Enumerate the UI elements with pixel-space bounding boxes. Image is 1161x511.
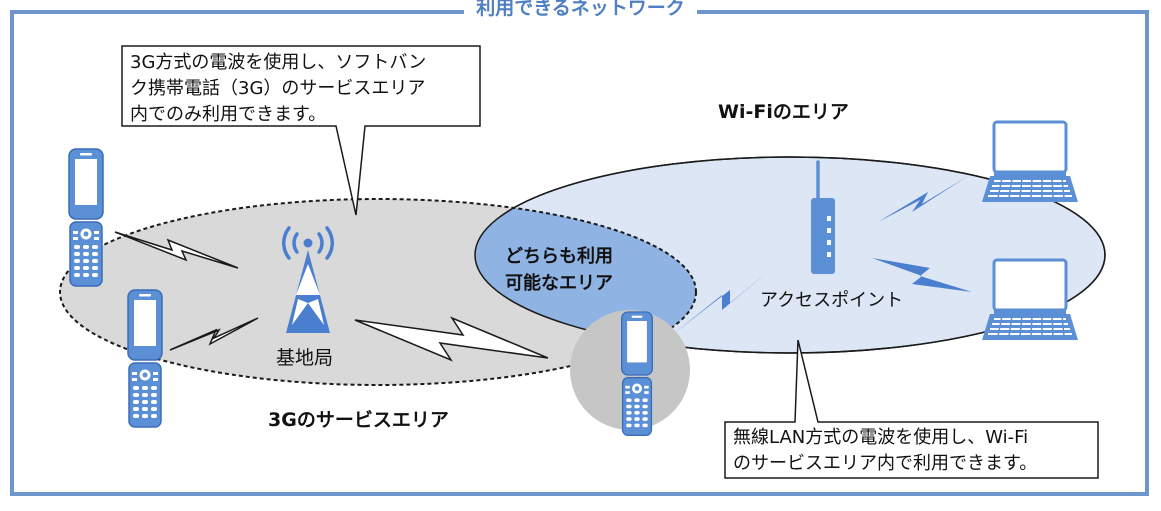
three-g-area-label: 3Gのサービスエリア <box>268 409 449 431</box>
callout-3g-text: 3G方式の電波を使用し、ソフトバン ク携帯電話（3G）のサービスエリア 内でのみ… <box>130 50 475 128</box>
three-g-area-border <box>59 198 697 386</box>
access-point-icon <box>811 160 835 274</box>
signal-bolt-phone1 <box>114 231 239 269</box>
wifi-bolt-laptop1 <box>878 176 968 222</box>
wifi-bolt-laptop2 <box>872 258 972 292</box>
access-point-label: アクセスポイント <box>760 290 904 311</box>
callout-3g-line-1: 3G方式の電波を使用し、ソフトバン <box>130 52 427 73</box>
diagram-title: 利用できるネットワーク <box>0 0 1161 19</box>
laptop-icon-bottom <box>980 258 1080 342</box>
signal-bolt-base-to-device <box>354 316 549 362</box>
phone-icon-center <box>621 311 653 436</box>
signal-bolt-phone2 <box>169 317 259 351</box>
wifi-area-label: Wi-Fiのエリア <box>718 101 849 123</box>
callout-wifi-line-1: 無線LAN方式の電波を使用し、Wi-Fi <box>733 427 1029 448</box>
overlap-label-line-2: 可能なエリア <box>505 273 613 294</box>
callout-wifi-box <box>724 339 1099 479</box>
base-station-label: 基地局 <box>276 347 334 369</box>
phone-icon-bottom-left <box>127 289 163 428</box>
callout-wifi-line-2: のサービスエリア内で利用できます。 <box>733 453 1038 474</box>
wifi-bolt-device <box>672 266 775 335</box>
base-station-icon <box>281 226 335 333</box>
overlap-area-label: どちらも利用 可能なエリア <box>505 243 613 297</box>
laptop-icon-top <box>980 120 1080 204</box>
callout-3g-box <box>121 45 481 216</box>
callout-3g-line-3: 内でのみ利用できます。 <box>130 104 327 125</box>
phone-icon-top-left <box>68 148 104 287</box>
overlap-label-line-1: どちらも利用 <box>505 246 613 267</box>
callout-3g-line-2: ク携帯電話（3G）のサービスエリア <box>130 78 426 99</box>
callout-wifi-text: 無線LAN方式の電波を使用し、Wi-Fi のサービスエリア内で利用できます。 <box>733 425 1095 477</box>
